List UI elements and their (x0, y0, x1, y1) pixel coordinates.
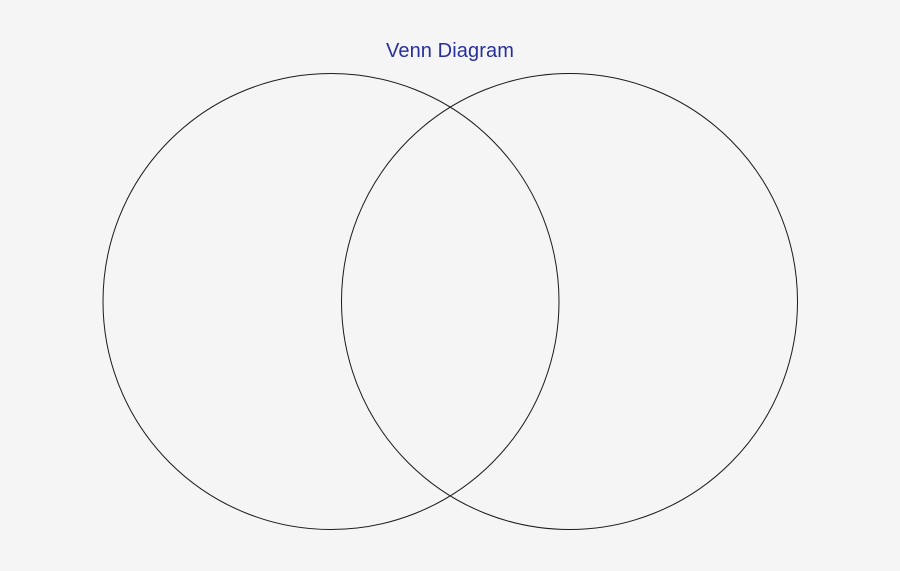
page-title: Venn Diagram (386, 40, 514, 62)
venn-circle-left (103, 74, 559, 530)
venn-circle-right (342, 74, 798, 530)
